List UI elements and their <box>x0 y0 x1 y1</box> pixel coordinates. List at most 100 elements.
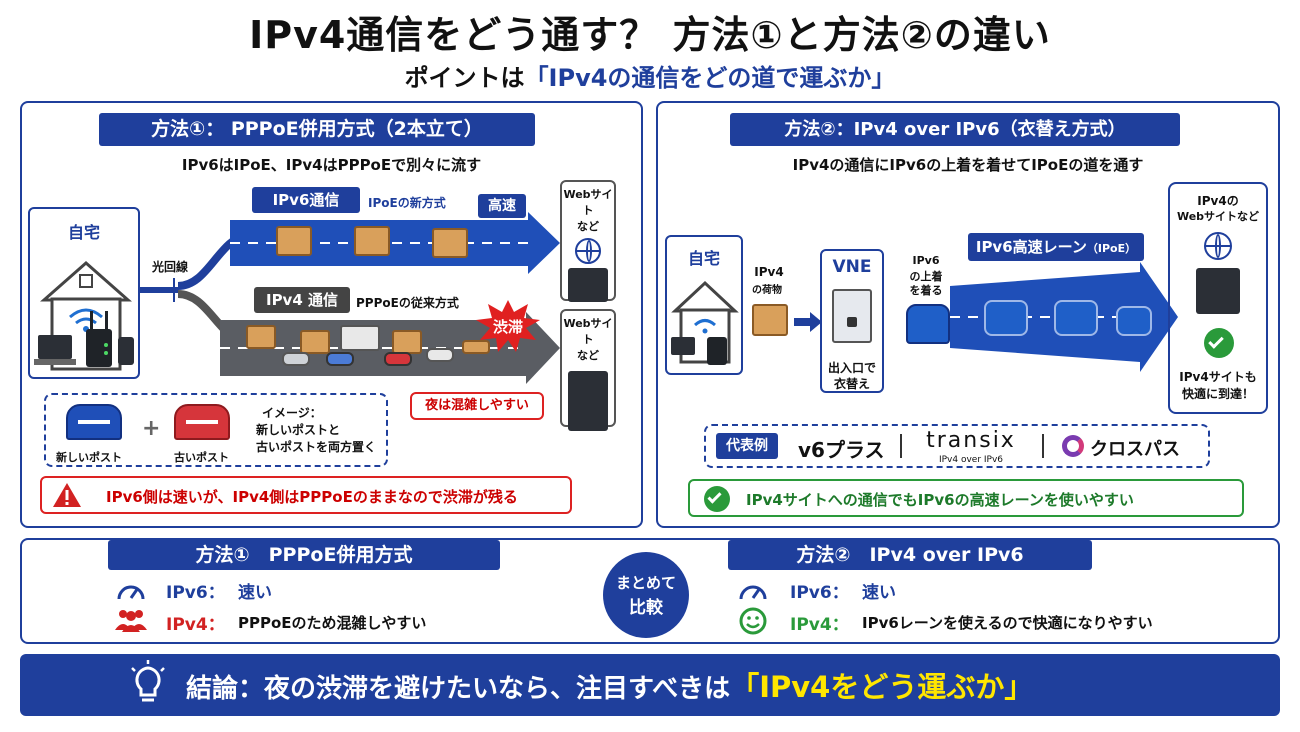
method2-heading: 方法②：IPv4 over IPv6（衣替え方式） <box>730 113 1180 146</box>
coat-label-line3: を着る <box>909 284 943 297</box>
image-line2: 古いポストを両方置く <box>256 440 377 454</box>
lightbulb-icon <box>131 660 165 702</box>
coat-label-line1: IPv6 <box>912 254 940 267</box>
examples-label: 代表例 <box>716 433 778 459</box>
comparison-right-title: 方法② IPv4 over IPv6 <box>728 540 1092 570</box>
dest-label-line2: Webサイトなど <box>1176 210 1260 223</box>
check-circle-icon <box>704 486 730 512</box>
coated-parcel-icon <box>1116 306 1152 336</box>
ipv6-fast-badge: 高速 <box>478 194 526 218</box>
comparison-left-title: 方法① PPPoE併用方式 <box>108 540 500 570</box>
server-label-line2: など <box>577 220 599 233</box>
examples-box <box>704 424 1210 468</box>
server-label-line2: など <box>577 349 599 362</box>
example-transix-sub: IPv4 over IPv6 <box>938 455 1004 465</box>
new-mailbox-label: 新しいポスト <box>56 451 122 464</box>
crowd-icon <box>115 610 147 632</box>
vne-sub-line1: 出入口で <box>827 361 876 375</box>
example-transix: transix <box>926 428 1016 453</box>
conclusion-banner <box>20 654 1280 716</box>
server-label-line1: Webサイト <box>563 188 613 217</box>
dest-label-line1: IPv4の <box>1197 194 1239 208</box>
dest-ok-line1: IPv4サイトも <box>1179 370 1257 384</box>
example-v6plus: v6プラス <box>798 438 885 462</box>
smile-icon <box>739 607 767 635</box>
vne-gateway-icon <box>832 289 872 343</box>
cargo-label-line1: IPv4 <box>754 265 784 279</box>
method1-panel <box>20 101 643 528</box>
home-illustration: 自宅 <box>28 207 140 379</box>
example-crosspass: クロスパス <box>1090 439 1180 460</box>
comparison-center-badge: まとめて 比較 <box>603 552 689 638</box>
method1-warning-text: IPv6側は速いが、IPv4側はPPPoEのままなので渋滞が残る <box>106 488 518 506</box>
home-label: 自宅 <box>687 249 720 268</box>
divider <box>900 434 902 458</box>
plus-sign: + <box>142 416 161 441</box>
home-label: 自宅 <box>67 223 100 242</box>
ipv6-parcel <box>354 226 390 256</box>
vne-sub-line2: 衣替え <box>833 377 870 391</box>
right-ipv4-key: IPv4： <box>790 615 849 635</box>
ipv6-lane-sub: IPoEの新方式 <box>368 196 446 210</box>
ipv6-highway-label: IPv6高速レーン（IPoE） <box>968 233 1144 261</box>
ipv6-web-server: Webサイト など <box>560 180 616 302</box>
server-rack-icon <box>568 268 608 302</box>
speedometer-icon <box>739 585 767 600</box>
vne-label: VNE <box>832 257 872 277</box>
globe-icon <box>1204 232 1232 260</box>
conclusion-text: 結論：夜の渋滞を避けたいなら、注目すべきは「IPv4をどう運ぶか」 <box>186 664 1033 706</box>
divider <box>1042 434 1044 458</box>
ipv4-destination-box: IPv4の Webサイトなど IPv4サイトも 快適に到達！ <box>1168 182 1268 414</box>
dest-ok-line2: 快適に到達！ <box>1181 387 1254 401</box>
congestion-burst-icon <box>476 300 540 352</box>
old-mailbox-icon <box>174 404 230 440</box>
method2-note-text: IPv4サイトへの通信でもIPv6の高速レーンを使いやすい <box>746 491 1134 509</box>
traffic-car <box>326 352 354 366</box>
left-ipv6-key: IPv6： <box>166 583 225 603</box>
old-mailbox-label: 古いポスト <box>174 451 229 464</box>
house-icon <box>671 280 739 365</box>
traffic-car <box>384 352 412 366</box>
congestion-burst-label: 渋滞 <box>492 318 523 336</box>
check-circle-icon <box>1204 328 1234 358</box>
image-title: イメージ： <box>262 406 322 420</box>
new-mailbox-icon <box>66 404 122 440</box>
method1-warning: IPv6側は速いが、IPv4側はPPPoEのままなので渋滞が残る <box>40 476 572 514</box>
lane-label: IPv6高速レーン <box>975 238 1087 256</box>
right-ipv4-val: IPv6レーンを使えるので快適になりやすい <box>862 614 1153 632</box>
ipv4-lane-label: IPv4 通信 <box>254 287 350 313</box>
method2-note: IPv4サイトへの通信でもIPv6の高速レーンを使いやすい <box>688 479 1244 517</box>
left-ipv4-key: IPv4： <box>166 615 225 635</box>
center-line1: まとめて <box>615 574 676 592</box>
ipv4-parcel <box>392 330 422 354</box>
ipv6-lane-label: IPv6通信 <box>252 187 360 213</box>
traffic-car <box>426 348 454 362</box>
image-line1: 新しいポストと <box>256 423 341 437</box>
method1-heading: 方法①： PPPoE併用方式（2本立て） <box>99 113 535 146</box>
subtitle-highlight: 「IPv4の通信をどの道で運ぶか」 <box>524 64 896 92</box>
right-ipv6-val: 速い <box>862 583 896 603</box>
ipv4-web-server: Webサイト など <box>560 309 616 431</box>
server-label-line1: Webサイト <box>563 317 613 346</box>
lane-sub: （IPoE） <box>1086 242 1137 255</box>
fiber-label: 光回線 <box>152 260 189 274</box>
center-line2: 比較 <box>629 598 663 618</box>
cargo-label-line2: の荷物 <box>752 285 782 296</box>
ipv4-lane-sub: PPPoEの従来方式 <box>356 296 459 310</box>
coated-parcel-icon <box>984 300 1028 336</box>
arrow-right-icon <box>794 312 822 332</box>
conclusion-prefix: 結論：夜の渋滞を避けたいなら、注目すべきは <box>186 674 731 704</box>
ipv4-parcel <box>300 330 330 354</box>
vne-box: VNE 出入口で 衣替え <box>820 249 884 393</box>
conclusion-highlight: 「IPv4をどう運ぶか」 <box>730 670 1034 704</box>
page-subtitle: ポイントは「IPv4の通信をどの道で運ぶか」 <box>0 58 1300 93</box>
globe-icon <box>575 238 601 264</box>
right-ipv6-key: IPv6： <box>790 583 849 603</box>
page-title: IPv4通信をどう通す？ 方法①と方法②の違い <box>249 13 1051 57</box>
warning-icon <box>53 483 81 507</box>
ipv6-parcel <box>432 228 468 258</box>
left-ipv6-val: 速い <box>238 583 272 603</box>
speedometer-icon <box>117 585 145 600</box>
ipv6-parcel <box>276 226 312 256</box>
subtitle-prefix: ポイントは <box>404 64 525 92</box>
